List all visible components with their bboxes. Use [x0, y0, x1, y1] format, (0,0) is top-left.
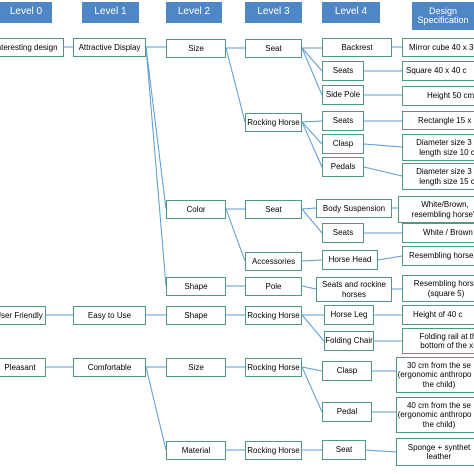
spec-resembling-horse: Resembling horse's	[402, 246, 474, 266]
level3-seat: Seat	[245, 200, 302, 219]
header-design-spec: Design Specification	[412, 2, 474, 30]
level0-interesting-design: Interesting design	[0, 38, 64, 57]
level1-comfortable: Comfortable	[73, 358, 146, 377]
level2-shape: Shape	[166, 277, 226, 296]
level4-body-suspension: Body Suspension	[316, 199, 392, 218]
level4-horse-leg: Horse Leg	[324, 305, 374, 325]
level4-backrest: Backrest	[322, 38, 392, 57]
header-level-3: Level 3	[245, 2, 302, 23]
level0-user-friendly: User Friendly	[0, 306, 46, 325]
level2-material: Material	[166, 441, 226, 460]
spec-30cm-from-seat: 30 cm from the se (ergonomic anthropo of…	[396, 357, 474, 393]
header-level-4: Level 4	[322, 2, 380, 23]
level2-color: Color	[166, 200, 226, 219]
spec-height-50: Height 50 cm	[402, 86, 474, 106]
level2-shape: Shape	[166, 306, 226, 325]
spec-sponge-leather: Sponge + synthet leather	[396, 438, 474, 466]
level1-easy-to-use: Easy to Use	[73, 306, 146, 325]
level4-seat: Seat	[322, 440, 366, 460]
spec-height-40: Height of 40 c	[402, 305, 474, 325]
level3-rocking-horse: Rocking Horse	[245, 358, 302, 377]
level4-clasp: Clasp	[322, 134, 364, 154]
spec-rectangle: Rectangle 15 x 8	[402, 111, 474, 130]
level3-accessories: Accessories	[245, 252, 302, 271]
level3-seat: Seat	[245, 39, 302, 58]
level0-pleasant: Pleasant	[0, 358, 46, 377]
spec-resembling-horse-square: Resembling horse (square 5)	[402, 275, 474, 302]
level4-seats-and-rockine-horses: Seats and rockine horses	[316, 277, 392, 302]
level2-size: Size	[166, 39, 226, 58]
header-level-1: Level 1	[82, 2, 139, 23]
level3-rocking-horse: Rocking Horse	[245, 306, 302, 325]
level4-clasp: Clasp	[322, 361, 372, 381]
header-level-0: Level 0	[0, 2, 52, 23]
level2-size: Size	[166, 358, 226, 377]
spec-white-brown-horse: White/Brown, resembling horse's	[398, 196, 474, 223]
level4-seats: Seats	[322, 61, 364, 81]
level3-pole: Pole	[245, 277, 302, 296]
spec-mirror-cube: Mirror cube 40 x 30	[402, 38, 474, 57]
spec-white-brown: White / Brown	[402, 223, 474, 243]
spec-folding-rail: Folding rail at th bottom of the x-	[402, 328, 474, 354]
spec-diameter-15: Diameter size 3 c length size 15 c	[402, 163, 474, 190]
level1-attractive-display: Attractive Display	[73, 38, 146, 57]
header-level-2: Level 2	[166, 2, 222, 23]
level3-rocking-horse: Rocking Horse	[245, 441, 302, 460]
level4-pedals: Pedals	[322, 157, 364, 177]
level4-pedal: Pedal	[322, 402, 372, 422]
level4-folding-chair: Folding Chair	[324, 331, 374, 351]
spec-diameter-10: Diameter size 3 c length size 10 c	[402, 134, 474, 161]
level4-seats: Seats	[322, 223, 364, 243]
spec-40cm-from-seat: 40 cm from the se (ergonomic anthropo of…	[396, 397, 474, 433]
level4-seats: Seats	[322, 111, 364, 131]
level3-rocking-horse: Rocking Horse	[245, 113, 302, 132]
level4-horse-head: Horse Head	[322, 250, 378, 270]
spec-square: Square 40 x 40 c	[402, 61, 474, 81]
level4-side-pole: Side Pole	[322, 85, 364, 105]
